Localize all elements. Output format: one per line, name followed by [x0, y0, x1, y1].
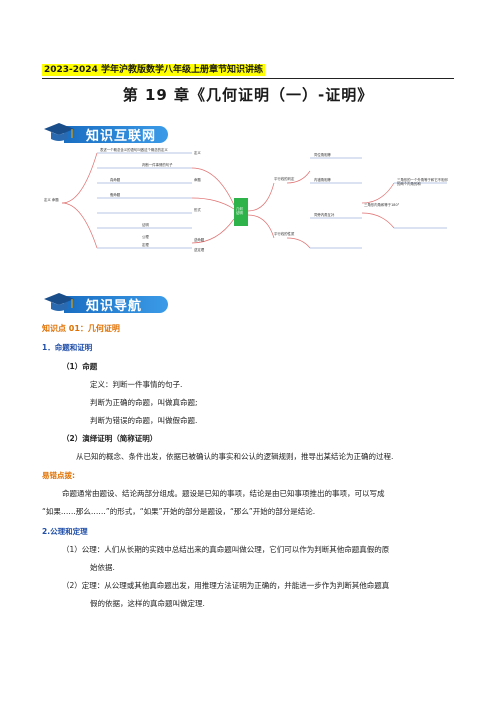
- graduation-cap-icon: [44, 123, 74, 141]
- mindmap-node: 命题: [194, 178, 201, 182]
- document-header: 2023-2024 学年沪教版数学八年级上册章节知识讲练: [42, 64, 265, 76]
- mindmap-node: 真命题: [110, 178, 121, 182]
- mindmap-connectors: [61, 152, 447, 249]
- section-heading: 2.公理和定理: [42, 527, 88, 536]
- banner-label: 知识互联网: [86, 129, 157, 144]
- paragraph: 命题通常由题设、结论两部分组成。题设是已知的事项，结论是由已知事项推出的事项，可…: [62, 489, 385, 498]
- paragraph: （2）定理：从公理或其他真命题出发，用推理方法证明为正确的，并能进一步作为判断其…: [62, 581, 390, 590]
- paragraph: 假的依据，这样的真命题叫做定理.: [90, 599, 205, 608]
- banner-knowledge-guide: 知识导航: [42, 290, 172, 316]
- chapter-title: 第 19 章《几何证明（一）-证明》: [122, 86, 374, 104]
- paragraph: （1）公理：人们从长期的实践中总结出来的真命题叫做公理，它们可以作为判断其他命题…: [62, 545, 390, 554]
- mindmap-node: 定理: [142, 243, 149, 247]
- mindmap-node: 内错角相等: [314, 178, 331, 182]
- paragraph: 从已知的概念、条件出发，依据已被确认的事实和公认的逻辑规则，推导出某结论为正确的…: [76, 452, 394, 461]
- mindmap-left-root: 定义 命题: [44, 198, 59, 202]
- banner-knowledge-network: 知识互联网: [42, 120, 172, 146]
- subsection-heading: （1）命题: [62, 362, 98, 371]
- paragraph: 判断为正确的命题，叫做真命题;: [90, 398, 198, 407]
- header-rule: [42, 78, 454, 79]
- mindmap-node: 逆定理: [194, 248, 205, 252]
- banner-bar: [64, 126, 168, 143]
- paragraph: 判断为错误的命题，叫做假命题.: [90, 416, 198, 425]
- knowledge-mindmap: 定义 命题 表述一个概念含义的语句叫做这个概念的定义 判断一件事情的句子 真命题…: [42, 143, 454, 263]
- mindmap-node: 三角形内角和等于180°: [364, 203, 400, 207]
- mindmap-node: 证明: [142, 223, 149, 227]
- banner-label: 知识导航: [86, 299, 143, 314]
- graduation-cap-icon: [44, 293, 74, 311]
- knowledge-point-title: 知识点 01：几何证明: [42, 324, 120, 333]
- banner-bar: [64, 296, 168, 313]
- mindmap-node: 表述一个概念含义的语句叫做这个概念的定义: [100, 148, 168, 152]
- mindmap-node: 定义: [194, 151, 201, 155]
- mindmap-node: 逆命题: [194, 238, 205, 242]
- paragraph: “如果……那么……”的形式，“如果”开始的部分是题设，“那么”开始的部分是结论.: [42, 507, 316, 516]
- mindmap-node: 同位角相等: [314, 153, 331, 157]
- paragraph: 始依据.: [90, 563, 115, 572]
- subsection-heading: （2）演绎证明（简称证明）: [62, 434, 158, 443]
- mindmap-center-label: 几何证明: [236, 207, 243, 215]
- mindmap-node: 判断一件事情的句子: [142, 163, 173, 167]
- mindmap-node: 三角形的一个外角等于和它不相邻的两个内角的和: [397, 178, 448, 186]
- mindmap-node: 平行线的性质: [274, 232, 295, 236]
- mindmap-node: 形式: [194, 208, 201, 212]
- mindmap-center: [234, 198, 248, 226]
- tip-label: 易错点拨:: [42, 471, 75, 480]
- mindmap-node: 假命题: [110, 193, 121, 197]
- mindmap-node: 同旁内角互补: [314, 213, 335, 217]
- mindmap-node: 公理: [142, 235, 149, 239]
- paragraph: 定义：判断一件事情的句子.: [90, 380, 183, 389]
- section-heading: 1．命题和证明: [42, 343, 93, 352]
- mindmap-node: 平行线的判定: [274, 177, 295, 181]
